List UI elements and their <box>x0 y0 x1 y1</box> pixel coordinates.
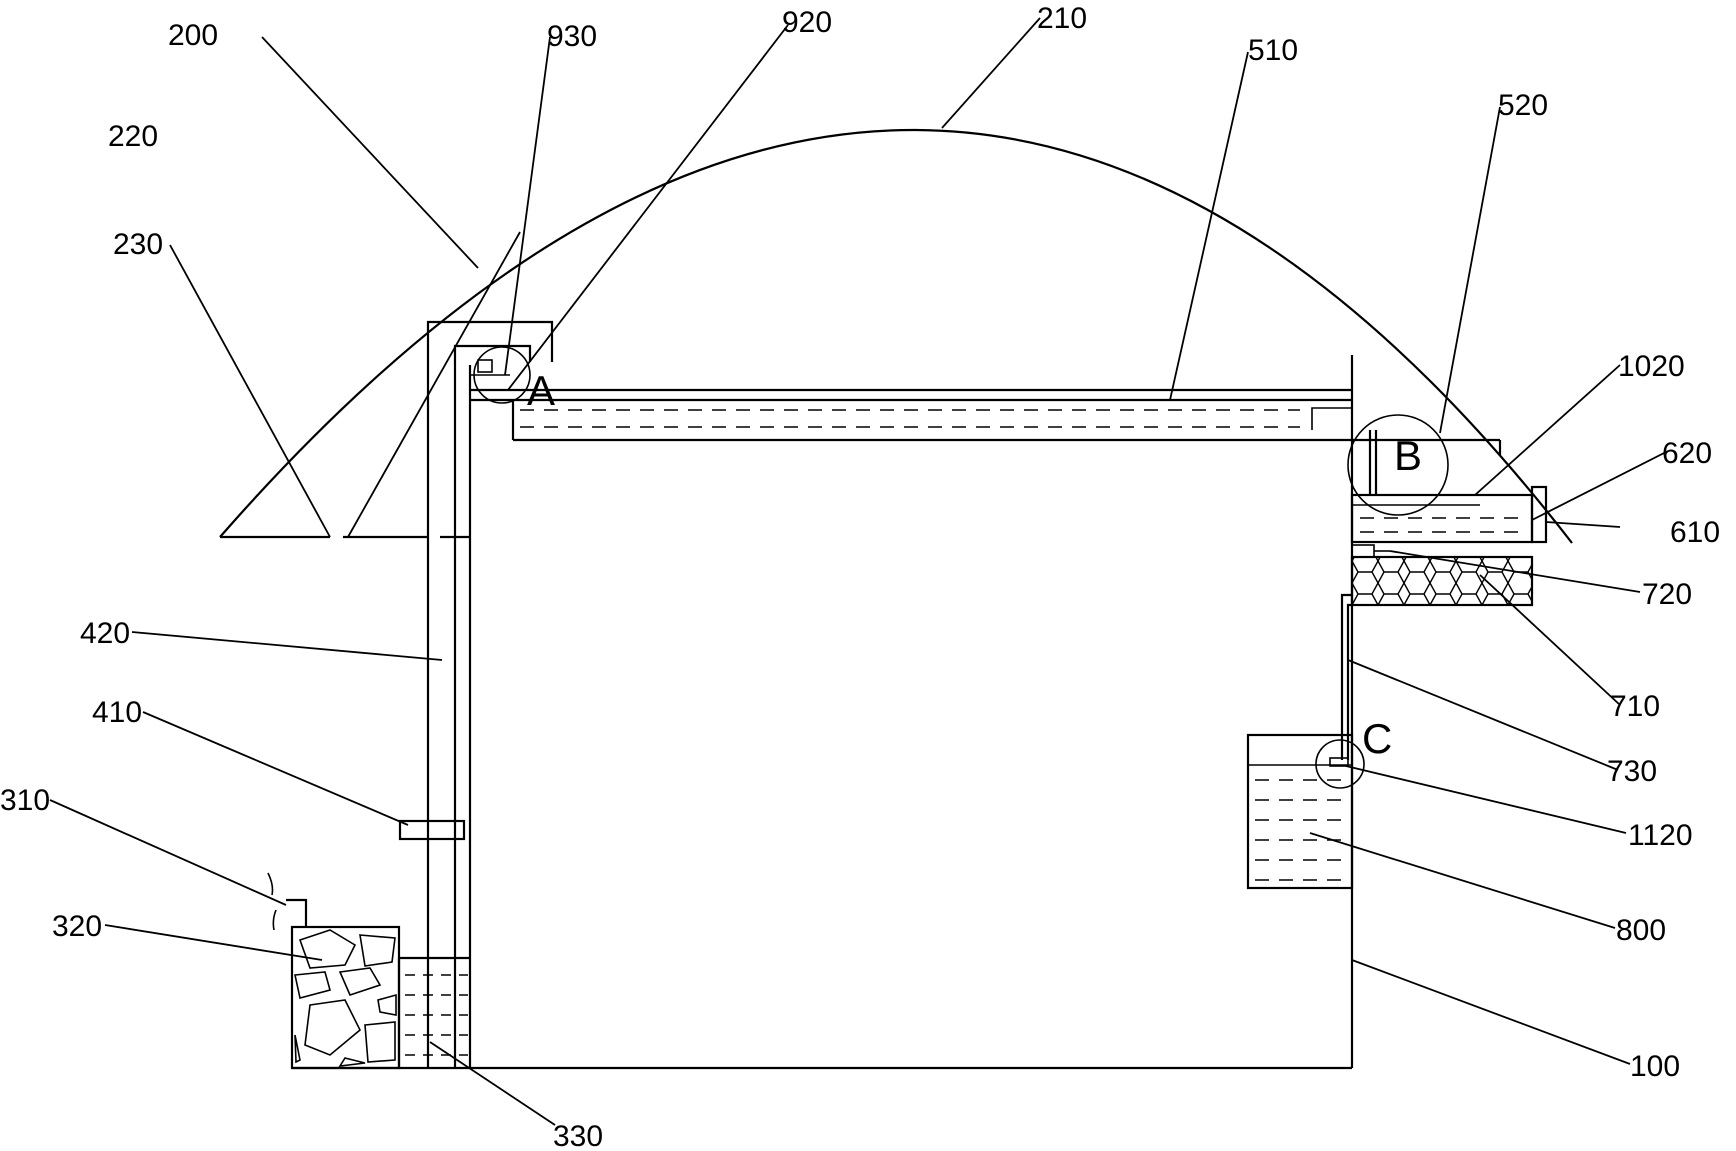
stone-box <box>267 872 401 1070</box>
label-230: 230 <box>113 228 163 261</box>
water-chamber <box>397 956 470 1068</box>
label-330: 330 <box>553 1120 603 1151</box>
label-410: 410 <box>92 696 142 729</box>
label-200: 200 <box>168 19 218 52</box>
detail-label-a: A <box>527 367 555 414</box>
vertical-pipe <box>398 320 554 1068</box>
side-tank <box>1350 485 1548 544</box>
label-510: 510 <box>1248 34 1298 67</box>
dome-cover <box>219 128 1573 544</box>
label-100: 100 <box>1630 1050 1680 1083</box>
label-210: 210 <box>1037 2 1087 35</box>
trough-water <box>520 409 1300 428</box>
label-610: 610 <box>1670 516 1720 549</box>
label-220: 220 <box>108 120 158 153</box>
label-1120: 1120 <box>1628 819 1693 852</box>
label-730: 730 <box>1607 755 1657 788</box>
label-930: 930 <box>547 20 597 53</box>
label-710: 710 <box>1610 690 1660 723</box>
detail-circle-b <box>1347 414 1449 516</box>
label-720: 720 <box>1642 578 1692 611</box>
label-310: 310 <box>0 784 50 817</box>
label-320: 320 <box>52 910 102 943</box>
overflow-pipe <box>1352 430 1502 495</box>
filter-layer <box>1350 544 1534 607</box>
leader-lines <box>49 17 1669 1126</box>
detail-letters: A B C <box>527 367 1422 762</box>
detail-circle-a <box>473 346 531 404</box>
detail-circle-c <box>1315 739 1365 789</box>
valve <box>398 819 466 841</box>
detail-label-c: C <box>1362 715 1392 762</box>
drain-pipe <box>1329 593 1352 767</box>
label-1020: 1020 <box>1618 350 1685 383</box>
label-800: 800 <box>1616 914 1666 947</box>
top-trough <box>470 388 1352 442</box>
label-520: 520 <box>1498 89 1548 122</box>
main-tank <box>292 355 1354 1070</box>
label-620: 620 <box>1662 437 1712 470</box>
label-920: 920 <box>782 6 832 39</box>
label-420: 420 <box>80 617 130 650</box>
detail-label-b: B <box>1394 432 1422 479</box>
